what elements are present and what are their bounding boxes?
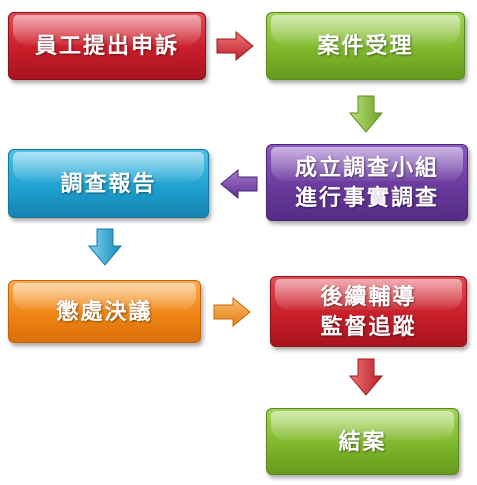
step-disciplinary-decision: 懲處決議 (8, 280, 201, 343)
step-disciplinary-decision-label: 懲處決議 (56, 298, 153, 325)
step-case-closed-label: 結案 (338, 428, 387, 455)
step-form-team-label-line1: 成立調查小組 (294, 154, 439, 181)
arrow-right-icon (213, 297, 251, 327)
step-investigation-report-label: 調查報告 (60, 170, 157, 197)
arrow-down-icon (349, 95, 383, 133)
arrow-right-icon (216, 31, 254, 61)
step-followup-label-line1: 後續輔導 (320, 283, 417, 310)
step-case-closed: 結案 (266, 408, 459, 475)
step-employee-complaint-label: 員工提出申訴 (34, 33, 179, 59)
step-form-investigation-team: 成立調查小組 進行事實調查 (266, 144, 468, 221)
step-investigation-report: 調查報告 (8, 149, 209, 218)
arrow-down-icon (349, 358, 383, 396)
step-case-accepted-label: 案件受理 (317, 33, 414, 59)
step-case-accepted: 案件受理 (266, 12, 465, 80)
arrow-down-icon (88, 228, 122, 266)
step-followup-monitoring: 後續輔導 監督追蹤 (270, 276, 467, 347)
arrow-left-icon (220, 169, 258, 199)
step-employee-complaint: 員工提出申訴 (8, 12, 206, 80)
step-form-team-label-line2: 進行事實調查 (294, 184, 439, 211)
step-followup-label-line2: 監督追蹤 (320, 313, 417, 340)
